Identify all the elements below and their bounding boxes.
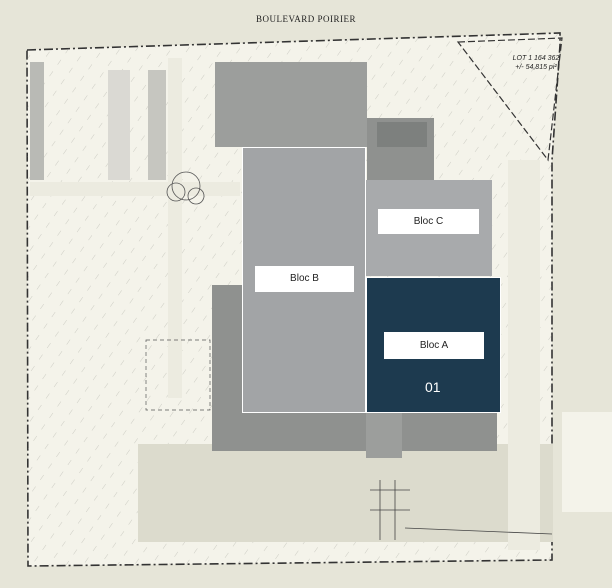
east-ground-patch bbox=[562, 412, 612, 512]
west-building-2 bbox=[108, 70, 130, 180]
lot-label: LOT 1 164 362 +/- 54,815 pi² bbox=[492, 54, 580, 72]
south-parking bbox=[138, 444, 553, 542]
bloc-c[interactable]: Bloc C bbox=[366, 180, 492, 276]
lot-area: +/- 54,815 pi² bbox=[515, 64, 557, 71]
bloc-a-unit-number: 01 bbox=[425, 379, 441, 395]
tree bbox=[187, 187, 205, 205]
bloc-b[interactable]: Bloc B bbox=[242, 147, 366, 413]
lot-number: LOT 1 164 362 bbox=[512, 55, 560, 62]
bloc-a-label: Bloc A bbox=[384, 332, 484, 359]
east-lane bbox=[508, 160, 540, 550]
west-building-1 bbox=[30, 62, 44, 180]
north-annex-roof bbox=[377, 122, 427, 147]
west-building-3 bbox=[148, 70, 166, 180]
bloc-a[interactable]: Bloc A 01 bbox=[366, 277, 501, 413]
west-sector-outline bbox=[145, 339, 211, 411]
north-building bbox=[215, 62, 367, 147]
bloc-b-label: Bloc B bbox=[255, 266, 354, 292]
lot-boundary bbox=[456, 37, 563, 162]
tree bbox=[171, 171, 201, 201]
west-lane bbox=[168, 58, 182, 398]
tree bbox=[166, 182, 186, 202]
street-name-label: BOULEVARD POIRIER bbox=[255, 14, 357, 24]
south-east-annex bbox=[366, 413, 402, 458]
south-strip bbox=[212, 413, 497, 451]
north-access-road bbox=[30, 182, 240, 196]
bloc-c-label: Bloc C bbox=[378, 209, 479, 234]
west-strip bbox=[212, 285, 242, 413]
